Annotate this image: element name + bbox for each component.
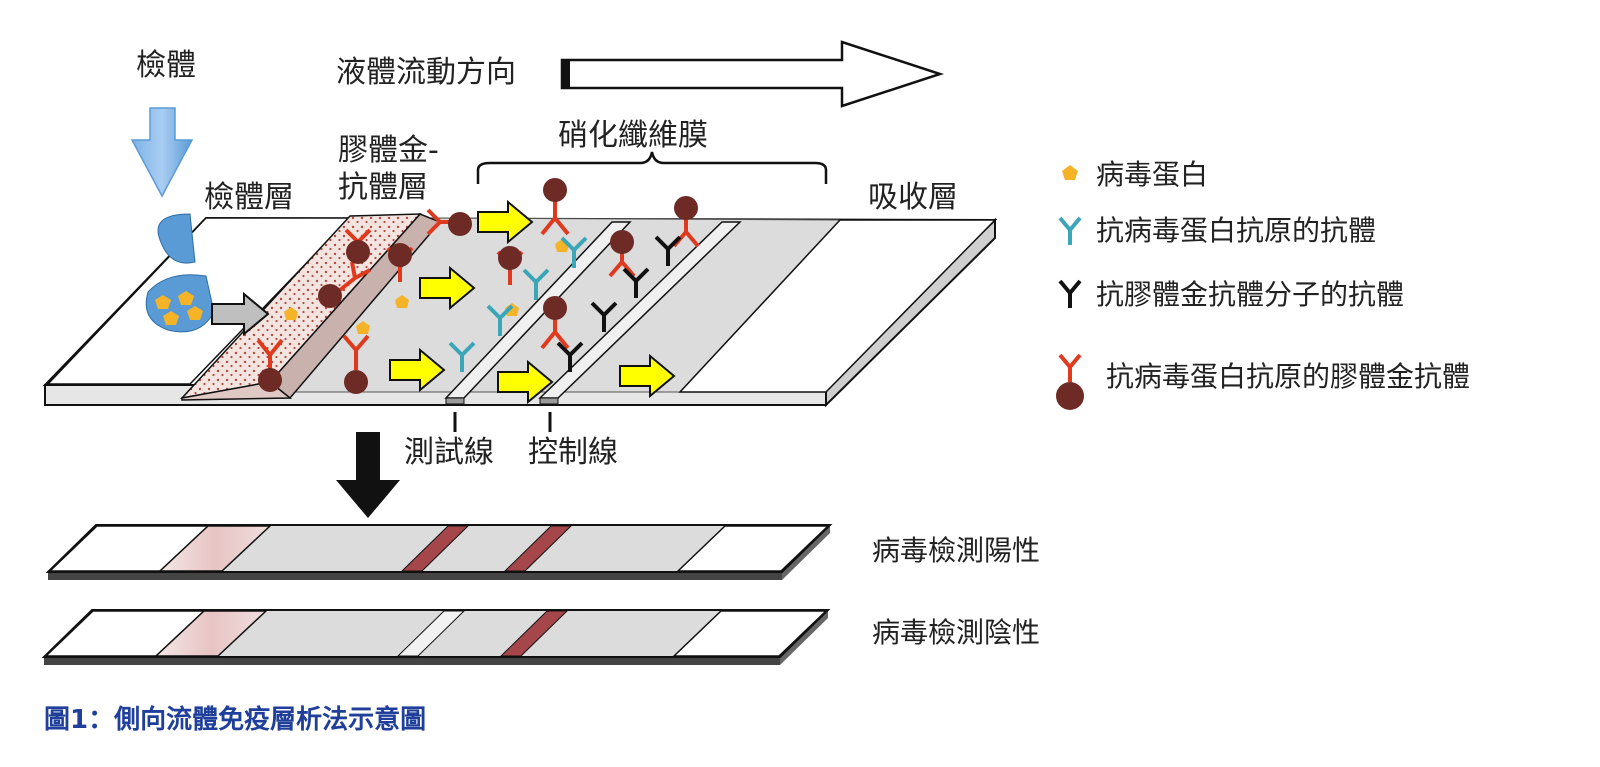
conjugate-pad-label-1: 膠體金-	[338, 133, 439, 168]
yellow-flow-arrows	[389, 199, 676, 405]
test-line-antibodies	[448, 236, 588, 372]
legend-anti-gold-antibody-icon	[1058, 279, 1082, 308]
positive-strip	[45, 524, 833, 580]
test-line-label: 測試線	[404, 435, 494, 470]
legend: 病毒蛋白 抗病毒蛋白抗原的抗體 抗膠體金抗體分子的抗體 抗病毒蛋白抗原的膠體金抗…	[1056, 158, 1470, 410]
virus-proteins	[284, 239, 569, 334]
membrane-bracket	[476, 151, 828, 184]
legend-anti-gold-antibody-text: 抗膠體金抗體分子的抗體	[1096, 278, 1404, 311]
legend-gold-conjugate-antibody-icon	[1056, 353, 1084, 410]
specimen-arrow	[130, 107, 194, 198]
sample-pad-label: 檢體層	[204, 180, 294, 215]
membrane-label: 硝化纖維膜	[558, 118, 708, 153]
specimen-drops	[145, 213, 215, 333]
specimen-label: 檢體	[136, 48, 196, 83]
sample-flow-arrow	[211, 291, 270, 337]
legend-virus-protein-text: 病毒蛋白	[1096, 158, 1208, 191]
legend-virus-protein-icon	[1062, 165, 1078, 180]
result-down-arrow	[336, 432, 400, 518]
gold-particles	[258, 178, 698, 394]
conjugate-pad-label-2: 抗體層	[338, 170, 428, 205]
legend-anti-virus-antibody-text: 抗病毒蛋白抗原的抗體	[1096, 214, 1376, 247]
test-line-bar	[444, 221, 632, 405]
figure-caption: 圖1：側向流體免疫層析法示意圖	[44, 704, 426, 735]
negative-result-label: 病毒檢測陰性	[872, 616, 1040, 649]
absorbent-pad-label: 吸收層	[868, 180, 958, 215]
flow-direction-arrow	[560, 40, 945, 108]
control-line-antibodies	[556, 235, 682, 372]
negative-strip	[41, 609, 831, 665]
positive-result-label: 病毒檢測陽性	[872, 534, 1040, 567]
legend-gold-conjugate-antibody-text: 抗病毒蛋白抗原的膠體金抗體	[1106, 360, 1470, 393]
flow-direction-label: 液體流動方向	[336, 55, 516, 90]
control-line-label: 控制線	[528, 435, 618, 470]
legend-anti-virus-antibody-icon	[1058, 216, 1082, 245]
control-line-bar	[538, 221, 742, 405]
